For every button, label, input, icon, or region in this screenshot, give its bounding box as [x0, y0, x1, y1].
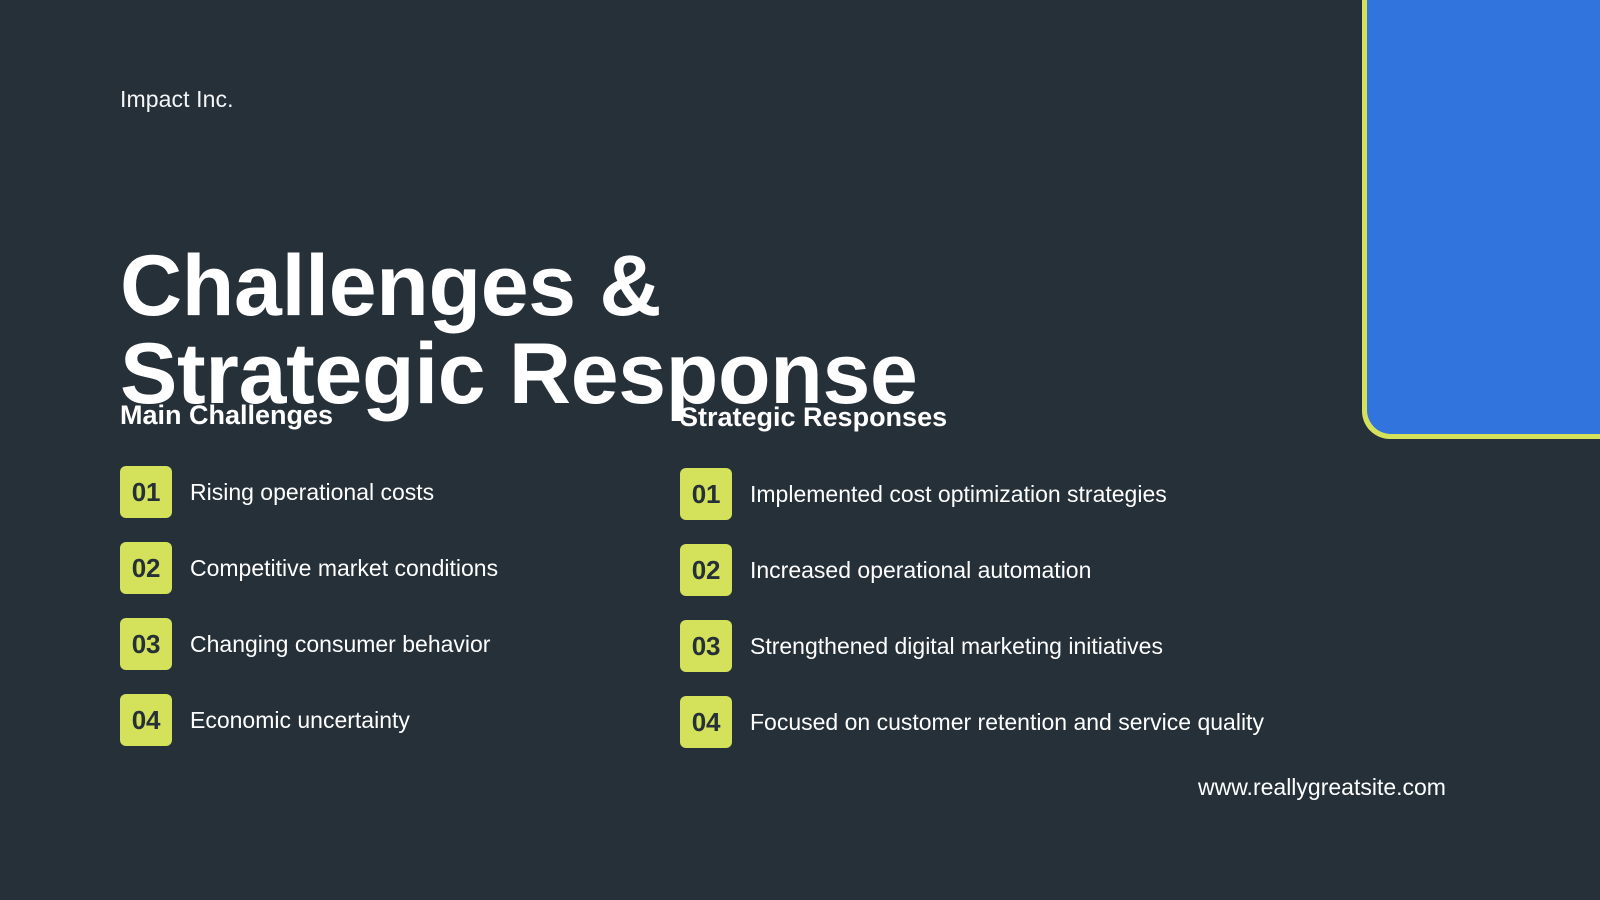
response-text: Strengthened digital marketing initiativ…	[750, 633, 1163, 659]
challenge-text: Rising operational costs	[190, 479, 435, 505]
slide-title: Challenges & Strategic Response	[120, 242, 1020, 418]
challenge-number-badge: 01	[120, 466, 172, 518]
main-challenges-section: Main Challenges 01 Rising operational co…	[120, 398, 770, 770]
slide-title-line-1: Challenges &	[120, 237, 662, 334]
response-item: 01 Implemented cost optimization strateg…	[680, 468, 1330, 520]
decorative-blue-panel	[1367, 0, 1600, 434]
response-text: Increased operational automation	[750, 557, 1092, 583]
response-text: Focused on customer retention and servic…	[750, 709, 1264, 735]
response-number-badge: 02	[680, 544, 732, 596]
response-number-badge: 04	[680, 696, 732, 748]
challenge-number-badge: 04	[120, 694, 172, 746]
response-item: 04 Focused on customer retention and ser…	[680, 696, 1330, 748]
challenge-text: Competitive market conditions	[190, 555, 499, 581]
challenge-number-badge: 03	[120, 618, 172, 670]
response-text: Implemented cost optimization strategies	[750, 481, 1167, 507]
response-number-badge: 01	[680, 468, 732, 520]
website-url: www.reallygreatsite.com	[1198, 774, 1446, 800]
company-name: Impact Inc.	[120, 86, 234, 112]
challenge-text: Economic uncertainty	[190, 707, 410, 733]
response-number-badge: 03	[680, 620, 732, 672]
challenge-item: 02 Competitive market conditions	[120, 542, 770, 594]
challenge-text: Changing consumer behavior	[190, 631, 491, 657]
challenge-item: 03 Changing consumer behavior	[120, 618, 770, 670]
challenge-item: 01 Rising operational costs	[120, 466, 770, 518]
strategic-responses-heading: Strategic Responses	[680, 402, 948, 432]
main-challenges-heading: Main Challenges	[120, 400, 334, 430]
response-item: 02 Increased operational automation	[680, 544, 1330, 596]
slide-title-line-2: Strategic Response	[120, 325, 918, 422]
challenge-number-badge: 02	[120, 542, 172, 594]
challenge-item: 04 Economic uncertainty	[120, 694, 770, 746]
response-item: 03 Strengthened digital marketing initia…	[680, 620, 1330, 672]
strategic-responses-section: Strategic Responses 01 Implemented cost …	[680, 400, 1330, 772]
